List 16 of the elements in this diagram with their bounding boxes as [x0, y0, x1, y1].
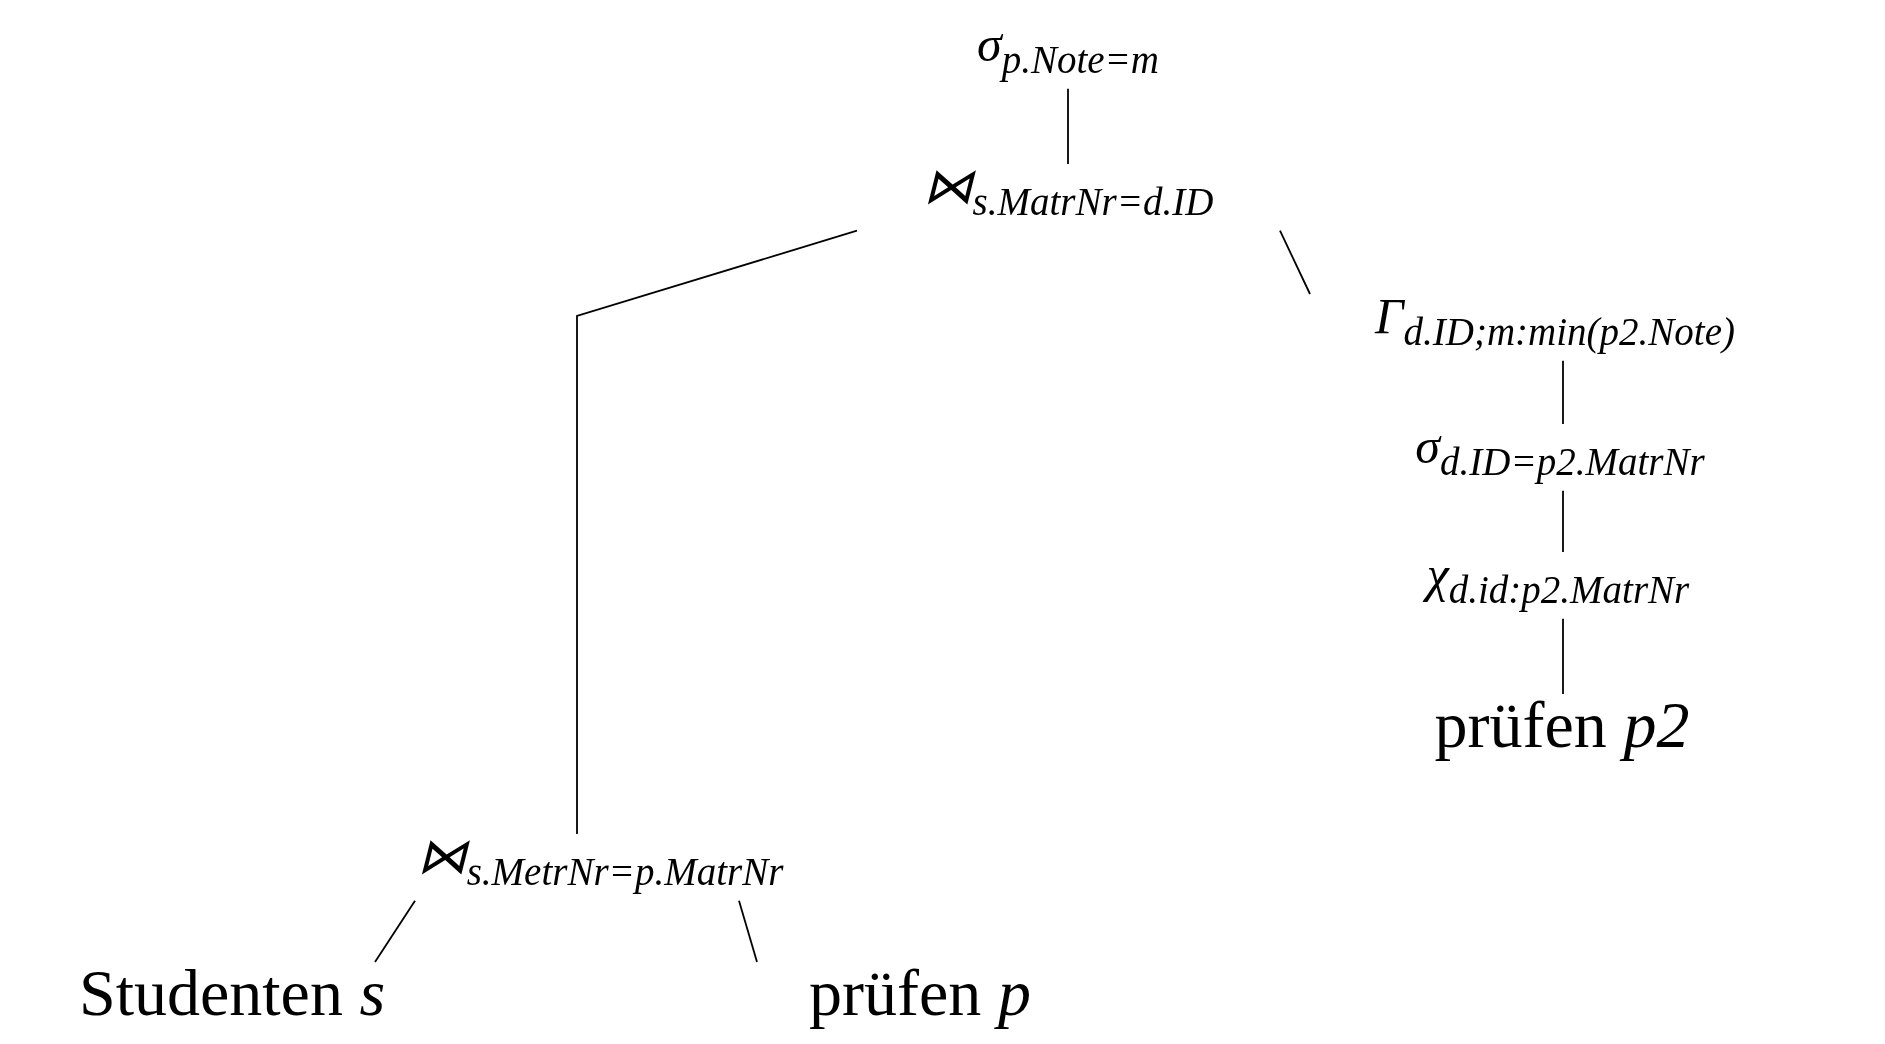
tree-edge [1279, 229, 1311, 295]
relation-label: Studenten s [78, 958, 386, 1028]
tree-edge [1562, 359, 1564, 425]
tree-edge [1562, 617, 1564, 695]
relation-label: prüfen p [809, 958, 1031, 1028]
tree-edge [576, 229, 858, 835]
operator-label: σ$_{d.ID=p2.MatrNr}$ [1415, 420, 1705, 489]
operator-label: ⋈$_{s.MatrNr=d.ID}$ [922, 160, 1214, 229]
tree-edge [1067, 87, 1069, 165]
operator-label: Γ$_{d.ID;m:min(p2.Note)}$ [1375, 290, 1735, 359]
operator-label: σ$_{p.Note=m}$ [976, 18, 1160, 87]
tree-edge [374, 899, 416, 963]
relation-label: prüfen p2 [1434, 690, 1690, 760]
operator-label: ⋈$_{s.MetrNr=p.MatrNr}$ [416, 830, 784, 899]
tree-edge [738, 899, 758, 963]
tree-edge [1562, 489, 1564, 553]
